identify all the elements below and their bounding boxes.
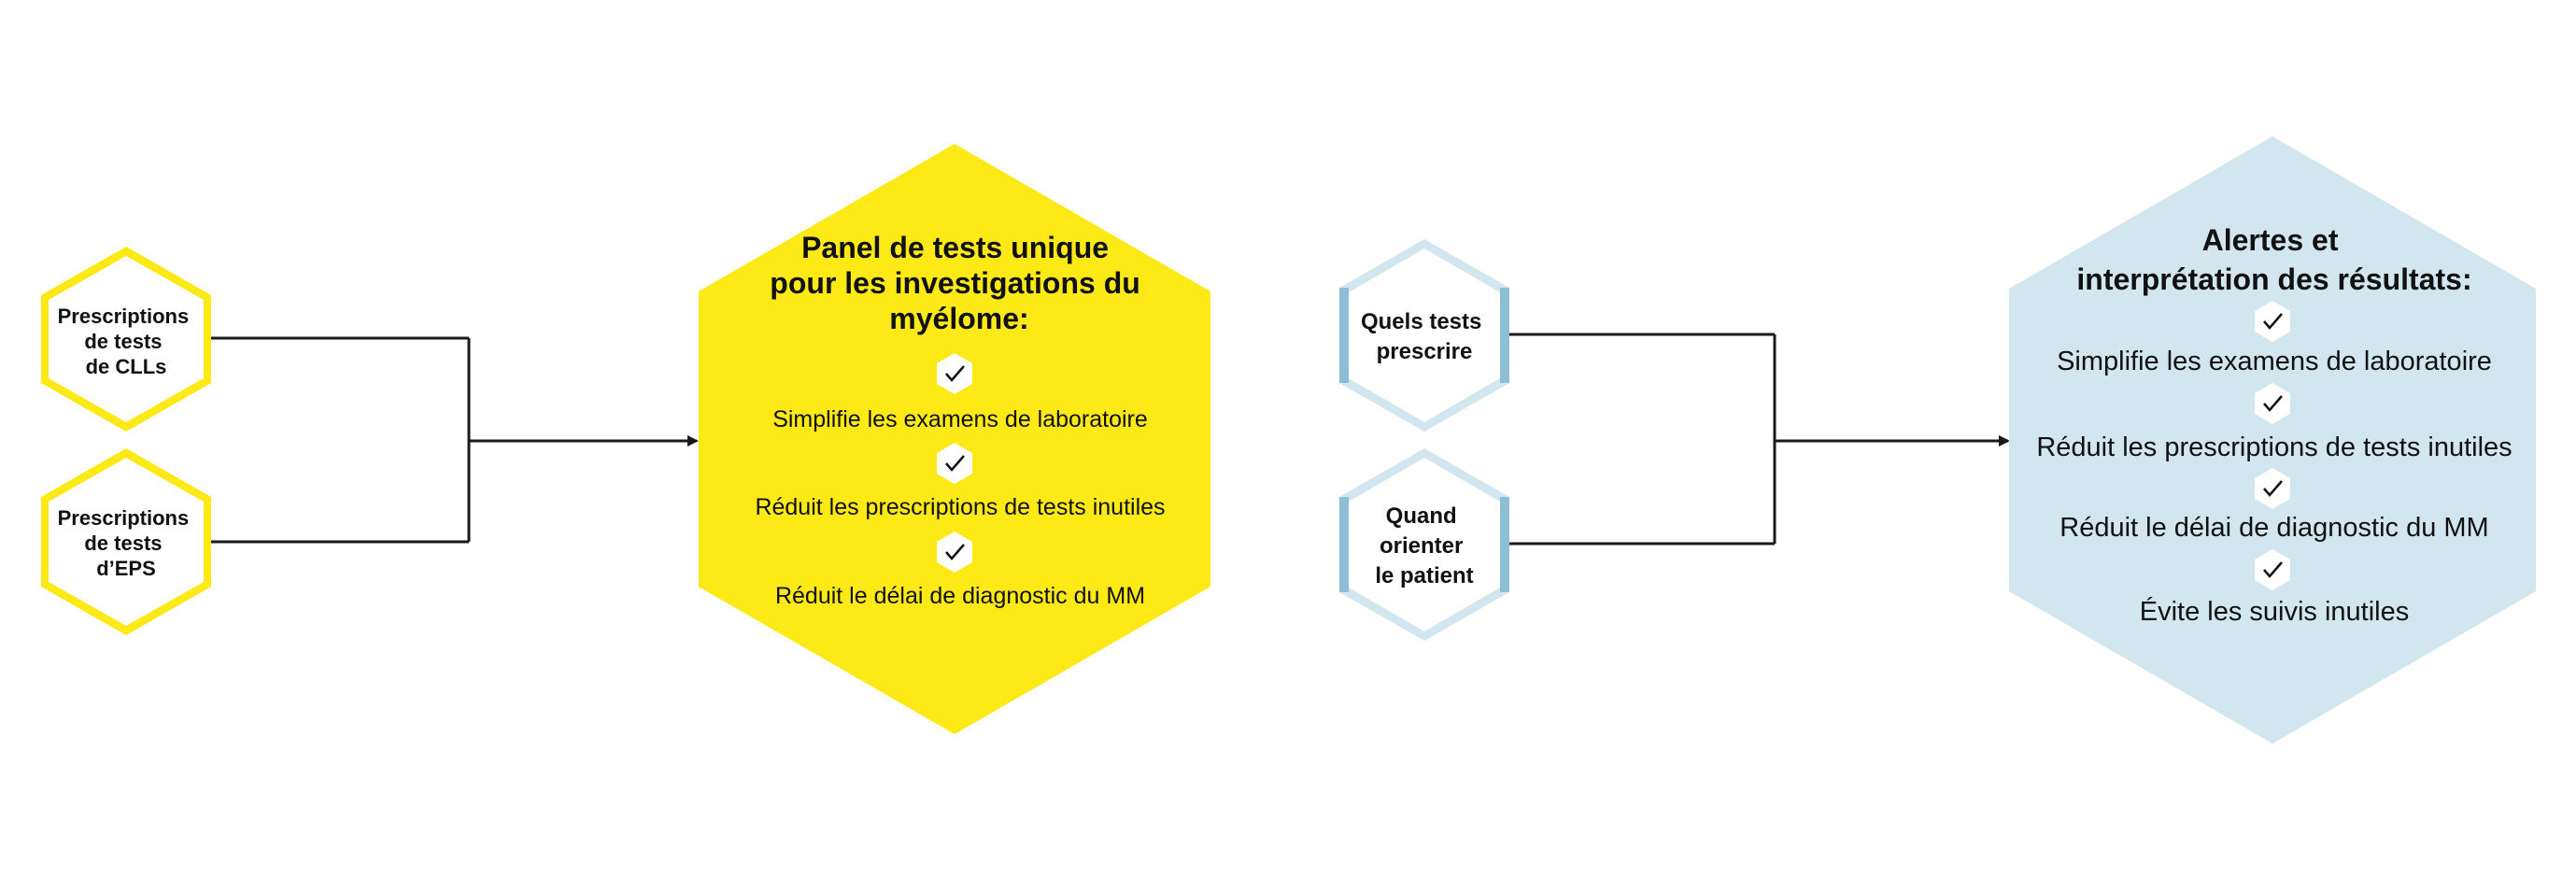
prescriptions-eps-label-1: Prescriptions xyxy=(58,506,190,530)
alertes-item-2: Réduit les prescriptions de tests inutil… xyxy=(2036,432,2512,462)
prescriptions-cll-label-2: de tests xyxy=(84,330,162,353)
svg-text:Panel de tests unique po: Panel de tests unique pour les investiga… xyxy=(770,231,1148,335)
alertes-hexagon: Alertes et interprétation des résultats:… xyxy=(2009,136,2536,744)
quand-orienter-node: Quand orienter le patient xyxy=(1339,448,1509,641)
check-icon xyxy=(937,443,972,484)
svg-text:Alertes et interprétatio: Alertes et interprétation des résultats: xyxy=(2076,223,2471,296)
svg-text:Prescriptions de tests: Prescriptions de tests de CLLs xyxy=(58,305,195,378)
prescriptions-eps-label-2: de tests xyxy=(84,532,162,555)
quand-orienter-label-2: orienter xyxy=(1380,533,1463,559)
alertes-item-3: Réduit le délai de diagnostic du MM xyxy=(2059,513,2488,543)
svg-text:Quels tests prescrire: Quels tests prescrire xyxy=(1361,309,1488,364)
check-icon xyxy=(2255,301,2290,342)
prescriptions-cll-label-1: Prescriptions xyxy=(58,305,190,328)
check-icon xyxy=(937,532,972,573)
prescriptions-eps-node: Prescriptions de tests d’EPS xyxy=(41,448,211,635)
quand-orienter-label-3: le patient xyxy=(1375,563,1473,588)
panel-item-3: Réduit le délai de diagnostic du MM xyxy=(775,583,1145,609)
panel-title-line-2: pour les investigations du xyxy=(770,266,1140,300)
check-icon xyxy=(937,353,972,394)
alertes-title-line-1: Alertes et xyxy=(2202,223,2339,257)
svg-text:Quand orienter le: Quand orienter le patient xyxy=(1375,503,1473,588)
alertes-title-line-2: interprétation des résultats: xyxy=(2076,262,2471,296)
check-icon xyxy=(2255,549,2290,590)
quels-tests-node: Quels tests prescrire xyxy=(1339,239,1509,432)
panel-title-line-1: Panel de tests unique xyxy=(801,231,1109,264)
quand-orienter-label-1: Quand xyxy=(1386,503,1457,529)
panel-item-2: Réduit les prescriptions de tests inutil… xyxy=(755,494,1165,520)
quels-tests-label-1: Quels tests xyxy=(1361,309,1481,334)
alertes-item-4: Évite les suivis inutiles xyxy=(2140,596,2410,627)
panel-item-1: Simplifie les examens de laboratoire xyxy=(772,406,1148,432)
svg-text:Prescriptions de tests: Prescriptions de tests d’EPS xyxy=(58,506,195,580)
quels-tests-label-2: prescrire xyxy=(1377,339,1473,364)
left-connector xyxy=(211,336,699,544)
prescriptions-cll-label-3: de CLLs xyxy=(86,355,167,378)
panel-title-line-3: myélome: xyxy=(889,302,1028,335)
alertes-item-1: Simplifie les examens de laboratoire xyxy=(2057,347,2492,376)
prescriptions-eps-label-3: d’EPS xyxy=(96,557,156,580)
check-icon xyxy=(2255,468,2290,509)
prescriptions-cll-node: Prescriptions de tests de CLLs xyxy=(41,247,211,432)
right-connector xyxy=(1509,333,2010,546)
panel-tests-hexagon: Panel de tests unique pour les investiga… xyxy=(699,144,1210,734)
check-icon xyxy=(2255,383,2290,424)
